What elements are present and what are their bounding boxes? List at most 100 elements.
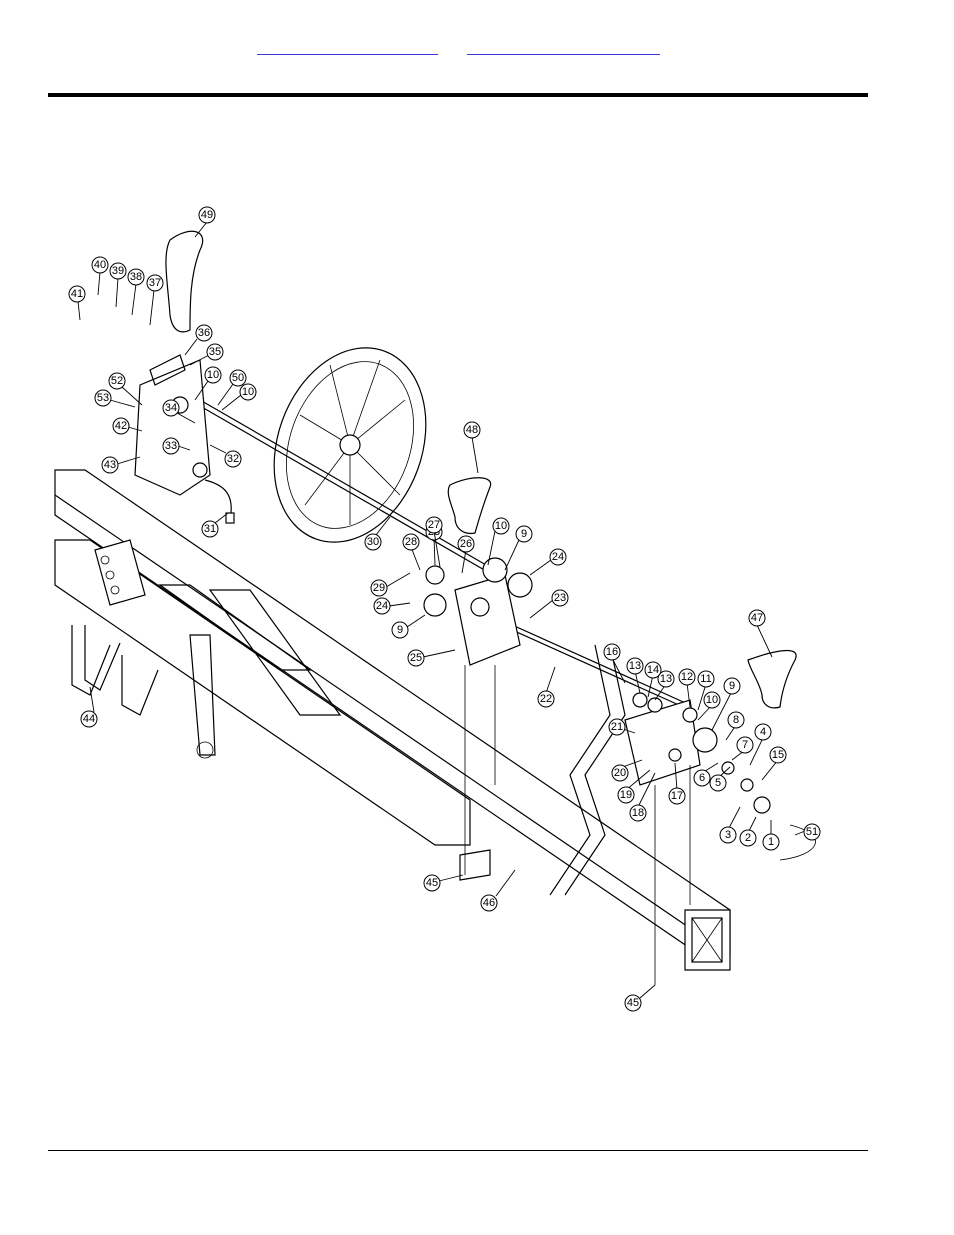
svg-text:14: 14 xyxy=(647,664,659,676)
callout-45b: 45 xyxy=(625,985,655,1011)
svg-text:22: 22 xyxy=(540,693,552,705)
callout-2: 2 xyxy=(740,817,756,846)
callout-47: 47 xyxy=(749,610,772,657)
callout-26: 26 xyxy=(458,536,474,573)
svg-text:10: 10 xyxy=(242,386,254,398)
svg-text:6: 6 xyxy=(699,772,705,784)
svg-text:2: 2 xyxy=(745,832,751,844)
svg-text:8: 8 xyxy=(733,714,739,726)
svg-text:43: 43 xyxy=(104,459,116,471)
svg-text:13: 13 xyxy=(629,660,641,672)
svg-text:10: 10 xyxy=(495,520,507,532)
callout-25: 25 xyxy=(408,650,455,666)
u-bolts xyxy=(72,625,158,715)
svg-text:53: 53 xyxy=(97,392,109,404)
svg-text:27: 27 xyxy=(428,519,440,531)
callout-16: 16 xyxy=(604,644,625,683)
svg-text:45: 45 xyxy=(627,997,639,1009)
callout-7: 7 xyxy=(732,737,753,760)
svg-text:44: 44 xyxy=(83,713,95,725)
svg-text:20: 20 xyxy=(614,767,626,779)
callout-38: 38 xyxy=(128,269,144,315)
footer-rule xyxy=(48,1150,868,1151)
svg-text:4: 4 xyxy=(760,726,766,738)
svg-text:45: 45 xyxy=(426,877,438,889)
svg-text:23: 23 xyxy=(554,592,566,604)
svg-text:17: 17 xyxy=(671,790,683,802)
svg-text:11: 11 xyxy=(700,673,711,685)
svg-text:9: 9 xyxy=(521,528,527,540)
svg-text:49: 49 xyxy=(201,209,213,221)
callout-22: 22 xyxy=(538,667,555,707)
callout-43: 43 xyxy=(102,457,140,473)
svg-text:48: 48 xyxy=(466,424,478,436)
svg-text:51: 51 xyxy=(806,826,818,838)
callout-31: 31 xyxy=(202,513,228,537)
svg-text:3: 3 xyxy=(725,829,731,841)
svg-text:9: 9 xyxy=(397,624,403,636)
callout-9c: 9 xyxy=(392,615,425,638)
svg-text:50: 50 xyxy=(232,372,244,384)
callout-24b: 24 xyxy=(374,598,410,614)
exploded-parts-diagram: 1 2 3 4 5 6 7 8 9 10 11 12 13 13 14 15 1… xyxy=(50,195,840,1020)
callout-52: 52 xyxy=(109,373,142,405)
svg-text:19: 19 xyxy=(620,789,632,801)
callout-3: 3 xyxy=(720,807,740,843)
svg-text:34: 34 xyxy=(165,402,177,414)
svg-text:5: 5 xyxy=(715,777,721,789)
svg-text:35: 35 xyxy=(209,346,221,358)
svg-text:33: 33 xyxy=(165,440,177,452)
svg-text:9: 9 xyxy=(729,680,735,692)
header-link-1[interactable] xyxy=(257,40,438,55)
callout-23b: 23 xyxy=(530,590,568,618)
callout-44: 44 xyxy=(81,687,97,727)
svg-text:12: 12 xyxy=(681,671,693,683)
svg-text:10: 10 xyxy=(706,694,718,706)
svg-text:15: 15 xyxy=(772,749,784,761)
svg-text:41: 41 xyxy=(71,288,83,300)
svg-text:13: 13 xyxy=(660,673,672,685)
svg-text:31: 31 xyxy=(204,523,216,535)
svg-text:10: 10 xyxy=(207,369,219,381)
svg-text:28: 28 xyxy=(405,536,417,548)
callout-10: 10 xyxy=(698,692,720,720)
svg-text:37: 37 xyxy=(149,277,161,289)
svg-text:32: 32 xyxy=(227,453,239,465)
callout-39: 39 xyxy=(110,263,126,307)
callout-9b: 9 xyxy=(505,526,532,570)
callout-24: 24 xyxy=(530,549,566,575)
svg-text:7: 7 xyxy=(742,739,748,751)
svg-text:21: 21 xyxy=(611,721,623,733)
callout-53: 53 xyxy=(95,390,135,407)
svg-text:24: 24 xyxy=(376,600,388,612)
svg-text:40: 40 xyxy=(94,259,106,271)
callout-1: 1 xyxy=(763,820,779,850)
svg-text:42: 42 xyxy=(115,420,127,432)
svg-text:47: 47 xyxy=(751,612,763,624)
svg-text:16: 16 xyxy=(606,646,618,658)
svg-text:18: 18 xyxy=(632,807,644,819)
callout-29: 29 xyxy=(371,573,410,596)
svg-text:29: 29 xyxy=(373,582,385,594)
header-link-2[interactable] xyxy=(467,40,660,55)
callout-40: 40 xyxy=(92,257,108,295)
callout-15: 15 xyxy=(762,747,786,780)
callout-48: 48 xyxy=(464,422,480,473)
header-rule xyxy=(48,93,868,97)
svg-text:52: 52 xyxy=(111,375,123,387)
svg-text:24: 24 xyxy=(552,551,564,563)
svg-text:1: 1 xyxy=(768,836,774,848)
svg-text:39: 39 xyxy=(112,265,124,277)
svg-text:25: 25 xyxy=(410,652,422,664)
callout-32: 32 xyxy=(210,445,241,467)
callout-37: 37 xyxy=(147,275,163,325)
callout-51: 51 xyxy=(795,824,820,840)
svg-text:36: 36 xyxy=(198,327,210,339)
callout-10c: 10 xyxy=(222,384,256,410)
callout-41: 41 xyxy=(69,286,85,320)
svg-text:38: 38 xyxy=(130,271,142,283)
svg-text:30: 30 xyxy=(367,536,379,548)
callout-28: 28 xyxy=(403,534,420,570)
svg-text:26: 26 xyxy=(460,538,472,550)
callout-45: 45 xyxy=(424,875,463,891)
